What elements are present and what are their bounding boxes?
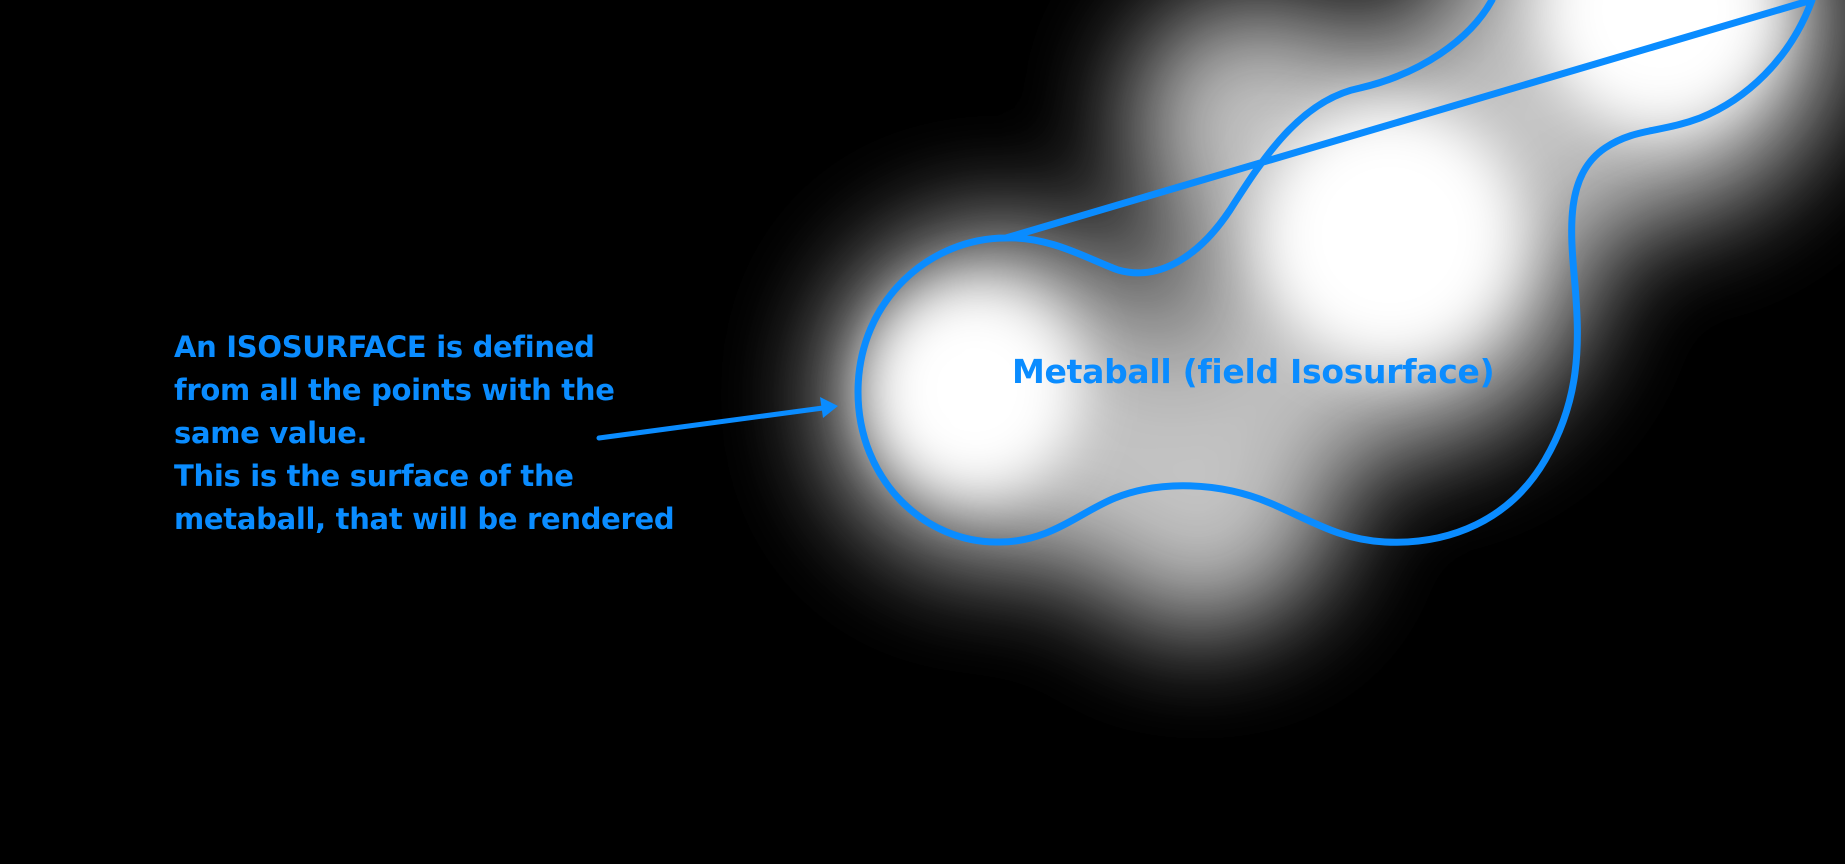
annotation-line-1: An ISOSURFACE is defined [174,330,595,364]
isosurface-contour [854,0,1816,546]
metaball-label: Metaball (field Isosurface) [1012,352,1495,391]
arrow-shaft [596,405,826,441]
pointer-arrow [596,397,838,441]
arrow-head-icon [820,397,838,418]
annotation-line-2: from all the points with the [174,373,615,407]
annotation-line-4: This is the surface of the [174,459,574,493]
annotation-line-3: same value. [174,416,368,450]
annotation-line-5: metaball, that will be rendered [174,502,675,536]
isosurface-annotation: An ISOSURFACE is defined from all the po… [174,326,694,541]
